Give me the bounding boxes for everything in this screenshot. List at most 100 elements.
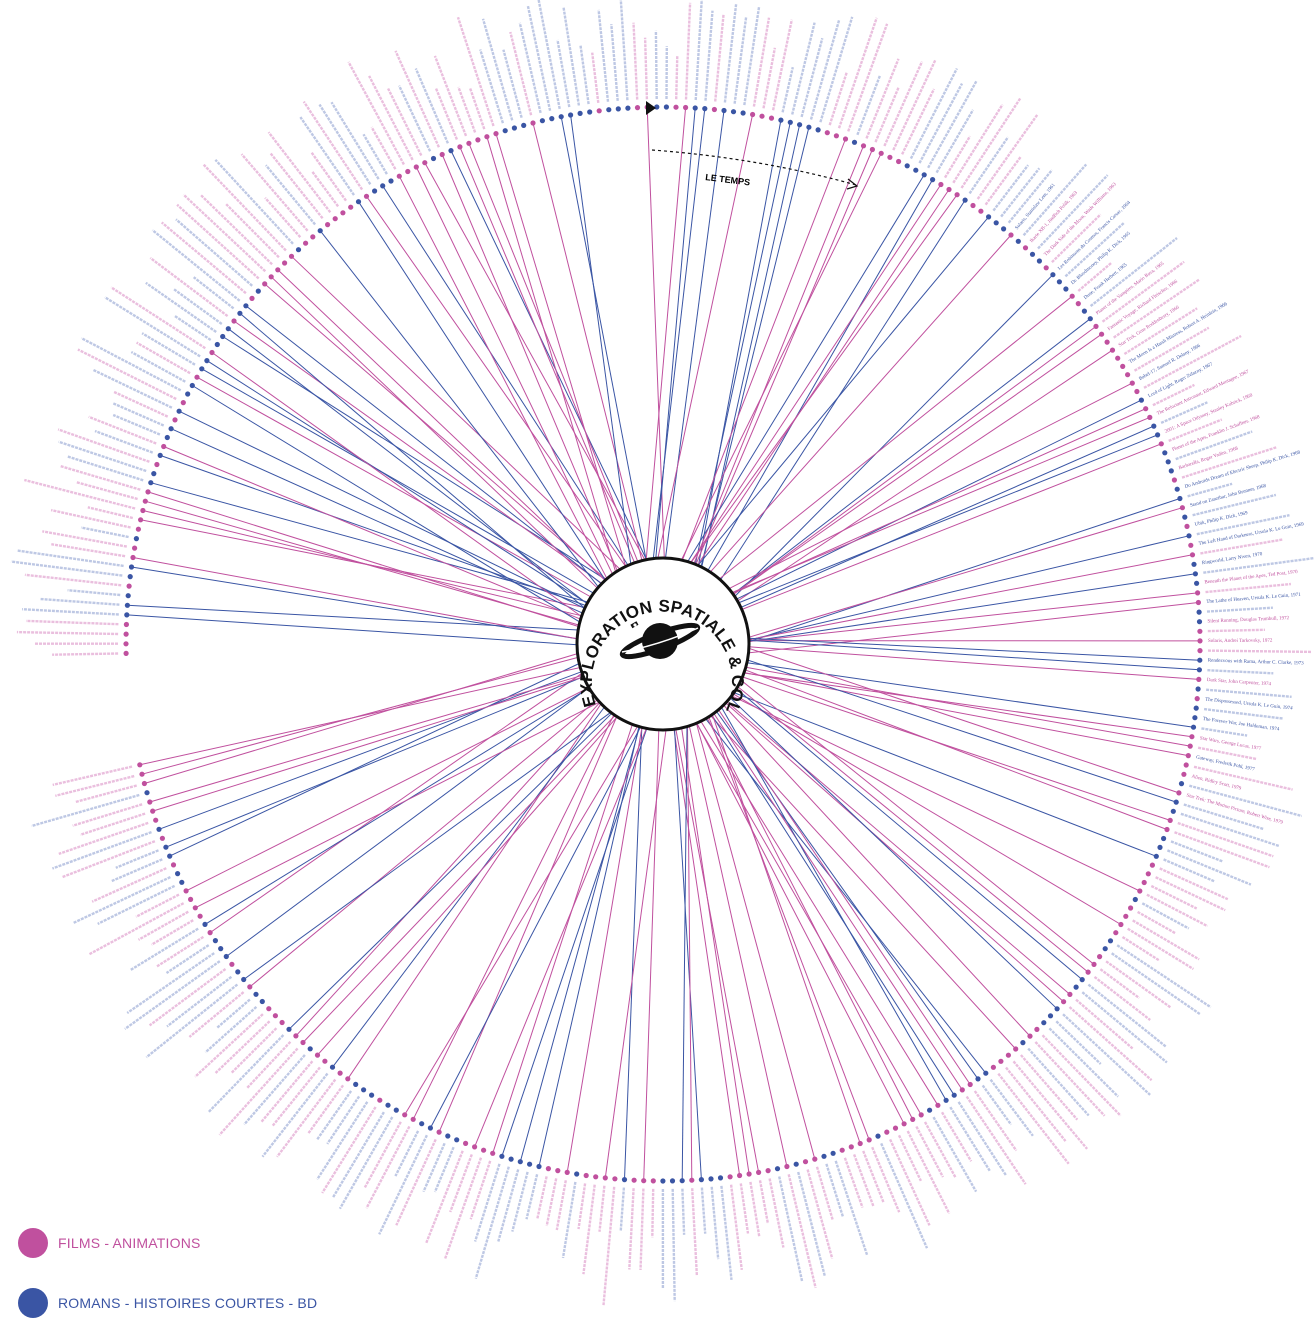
work-title-label-faded	[998, 1074, 1068, 1164]
ring-dot-roman	[129, 564, 134, 569]
ring-dot-film	[910, 1117, 915, 1122]
spoke-line	[475, 728, 647, 1147]
ring-dot-roman	[1030, 252, 1035, 257]
spoke-line	[197, 377, 591, 597]
ring-dot-film	[893, 1126, 898, 1131]
ring-dot-film	[262, 281, 267, 286]
ring-dot-film	[970, 203, 975, 208]
ring-dot-film	[834, 133, 839, 138]
work-title-label-faded	[26, 621, 118, 624]
spoke-line	[749, 638, 1200, 660]
work-title-label-faded	[146, 283, 216, 332]
ring-dot-film	[1143, 406, 1148, 411]
work-title-label-faded	[817, 1167, 833, 1220]
work-title-label-faded	[611, 24, 617, 101]
work-title-label-faded	[17, 632, 118, 634]
work-title-label-faded	[528, 5, 550, 110]
ring-dot-roman	[1169, 468, 1174, 473]
work-title-label-faded	[269, 132, 331, 212]
work-title-label-faded	[928, 81, 976, 168]
ring-dot-roman	[527, 1162, 532, 1167]
work-title-label-faded	[579, 1183, 586, 1229]
work-title-label-faded	[157, 937, 203, 967]
ring-dot-film	[530, 120, 535, 125]
ring-dot-roman	[448, 148, 453, 153]
work-title-label-faded	[1117, 945, 1211, 1007]
spoke-line	[701, 127, 809, 567]
ring-dot-roman	[622, 1177, 627, 1182]
ring-dot-roman	[163, 845, 168, 850]
legend-romans: ROMANS - HISTOIRES COURTES - BD	[18, 1288, 317, 1318]
spoke-line	[405, 726, 638, 1115]
work-title-label-faded	[991, 1080, 1033, 1136]
work-title-label-faded	[114, 392, 168, 417]
ring-dot-roman	[670, 1178, 675, 1183]
work-title-label-faded	[113, 403, 163, 425]
ring-dot-roman	[778, 118, 783, 123]
spoke-line	[413, 715, 614, 1120]
work-title-label-faded	[908, 1131, 950, 1214]
spoke-line	[425, 163, 645, 560]
ring-dot-roman	[986, 214, 991, 219]
ring-dot-roman	[913, 168, 918, 173]
work-title-label-faded	[945, 136, 970, 177]
work-title-label-faded	[1082, 992, 1167, 1062]
work-title-label-faded	[854, 1154, 873, 1206]
work-title-label-faded	[189, 992, 243, 1037]
work-title-label-faded	[600, 1186, 605, 1232]
ring-dot-film	[935, 1103, 940, 1108]
work-title-label-faded	[779, 1177, 802, 1282]
work-title-label-faded	[760, 1180, 768, 1223]
spoke-line	[244, 712, 611, 979]
ring-dot-roman	[797, 122, 802, 127]
work-title-label-faded	[1207, 670, 1273, 673]
work-title-label-faded	[73, 877, 170, 923]
ring-dot-roman	[235, 969, 240, 974]
work-title-label-faded	[682, 1189, 684, 1235]
work-title-label-faded	[1091, 238, 1177, 306]
work-title-label: Solaris, Andrei Tarkovsky, 1972	[1208, 639, 1273, 644]
ring-dot-film	[198, 914, 203, 919]
ring-dot-film	[300, 1040, 305, 1045]
ring-dot-film	[153, 818, 158, 823]
spoke-line	[674, 729, 740, 1175]
spoke-line	[571, 115, 631, 564]
ring-dot-film	[405, 169, 410, 174]
ring-dot-film	[597, 108, 602, 113]
work-title-label-faded	[396, 1139, 435, 1225]
work-title-label-faded	[1142, 903, 1189, 928]
ring-dot-film	[593, 1174, 598, 1179]
spoke-line	[202, 369, 594, 593]
ring-dot-film	[840, 1148, 845, 1153]
work-title-label-faded	[95, 431, 153, 453]
ring-dot-roman	[224, 954, 229, 959]
ring-dot-roman	[1108, 938, 1113, 943]
ring-dot-roman	[158, 453, 163, 458]
work-title-label-faded	[379, 1135, 427, 1234]
ring-dot-roman	[1166, 459, 1171, 464]
spoke-line	[493, 724, 633, 1153]
work-title-label-faded	[962, 98, 1021, 188]
spoke-line	[646, 108, 685, 560]
spoke-line	[733, 334, 1101, 594]
ring-dot-film	[1034, 1027, 1039, 1032]
work-title-label-faded	[52, 654, 118, 655]
spoke-line	[733, 326, 1096, 594]
spoke-line	[749, 640, 1200, 670]
work-title-label-faded	[111, 287, 205, 348]
work-title-label-faded	[872, 1147, 899, 1212]
ring-dot-roman	[1088, 316, 1093, 321]
work-title-label-faded	[450, 1154, 472, 1212]
ring-dot-film	[1013, 1046, 1018, 1051]
spoke-line	[140, 668, 581, 765]
ring-dot-roman	[794, 1162, 799, 1167]
ring-dot-film	[843, 136, 848, 141]
spoke-line	[727, 702, 1070, 995]
work-title-label-faded	[537, 1176, 546, 1219]
ring-dot-roman	[226, 326, 231, 331]
work-title-label-faded	[863, 1151, 883, 1202]
work-title-label-faded	[547, 1178, 557, 1226]
work-title-label-faded	[396, 51, 439, 147]
work-title-label-faded	[978, 115, 1038, 199]
ring-dot-film	[437, 1130, 442, 1135]
